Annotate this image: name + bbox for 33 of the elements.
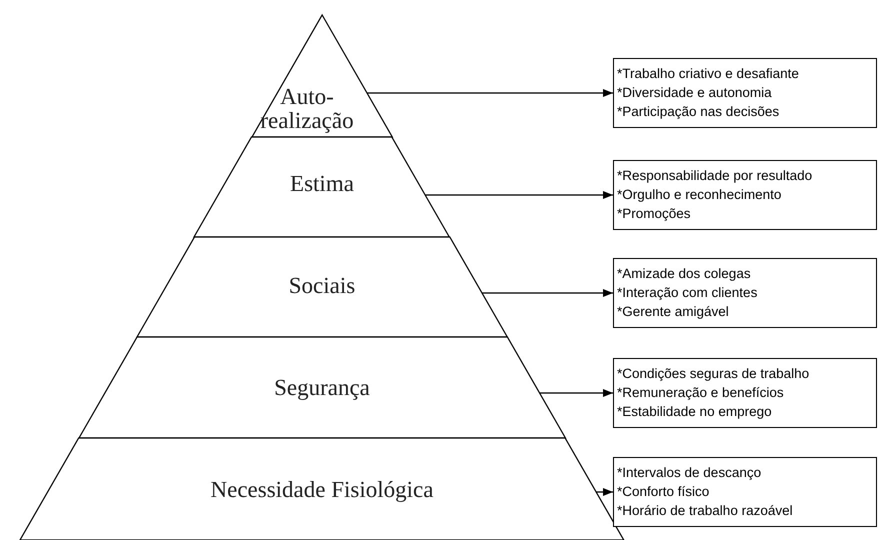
list-item: *Interação com clientes xyxy=(617,284,758,302)
pyramid-level xyxy=(252,15,392,137)
pyramid-level xyxy=(78,337,566,438)
list-item: *Participação nas decisões xyxy=(617,103,780,121)
arrow xyxy=(366,89,613,97)
arrow xyxy=(426,191,613,199)
text-box xyxy=(613,160,877,230)
text-box xyxy=(613,358,877,428)
list-item: *Conforto físico xyxy=(617,483,710,501)
list-item: *Estabilidade no emprego xyxy=(617,403,773,421)
arrow xyxy=(482,289,613,297)
list-item: *Remuneração e benefícios xyxy=(617,384,785,402)
arrow xyxy=(539,389,613,397)
list-item: *Diversidade e autonomia xyxy=(617,84,773,102)
level-label: Sociais xyxy=(288,274,356,298)
list-item: *Promoções xyxy=(617,205,692,223)
level-label: Auto- realização xyxy=(259,85,355,133)
pyramid-level xyxy=(136,237,508,337)
list-item: *Condições seguras de trabalho xyxy=(617,365,810,383)
list-item: *Horário de trabalho razoável xyxy=(617,502,794,520)
pyramid-level xyxy=(194,137,450,237)
level-label: Segurança xyxy=(273,376,371,400)
list-item: *Amizade dos colegas xyxy=(617,265,752,283)
list-item: *Intervalos de descanço xyxy=(617,464,762,482)
text-box xyxy=(613,58,877,128)
text-box xyxy=(613,258,877,328)
list-item: *Responsabilidade por resultado xyxy=(617,167,814,185)
text-box xyxy=(613,457,877,527)
arrow xyxy=(596,488,613,496)
list-item: *Gerente amigável xyxy=(617,303,730,321)
list-item: *Trabalho criativo e desafiante xyxy=(617,65,800,83)
level-label: Estima xyxy=(289,172,355,196)
list-item: *Orgulho e reconhecimento xyxy=(617,186,782,204)
